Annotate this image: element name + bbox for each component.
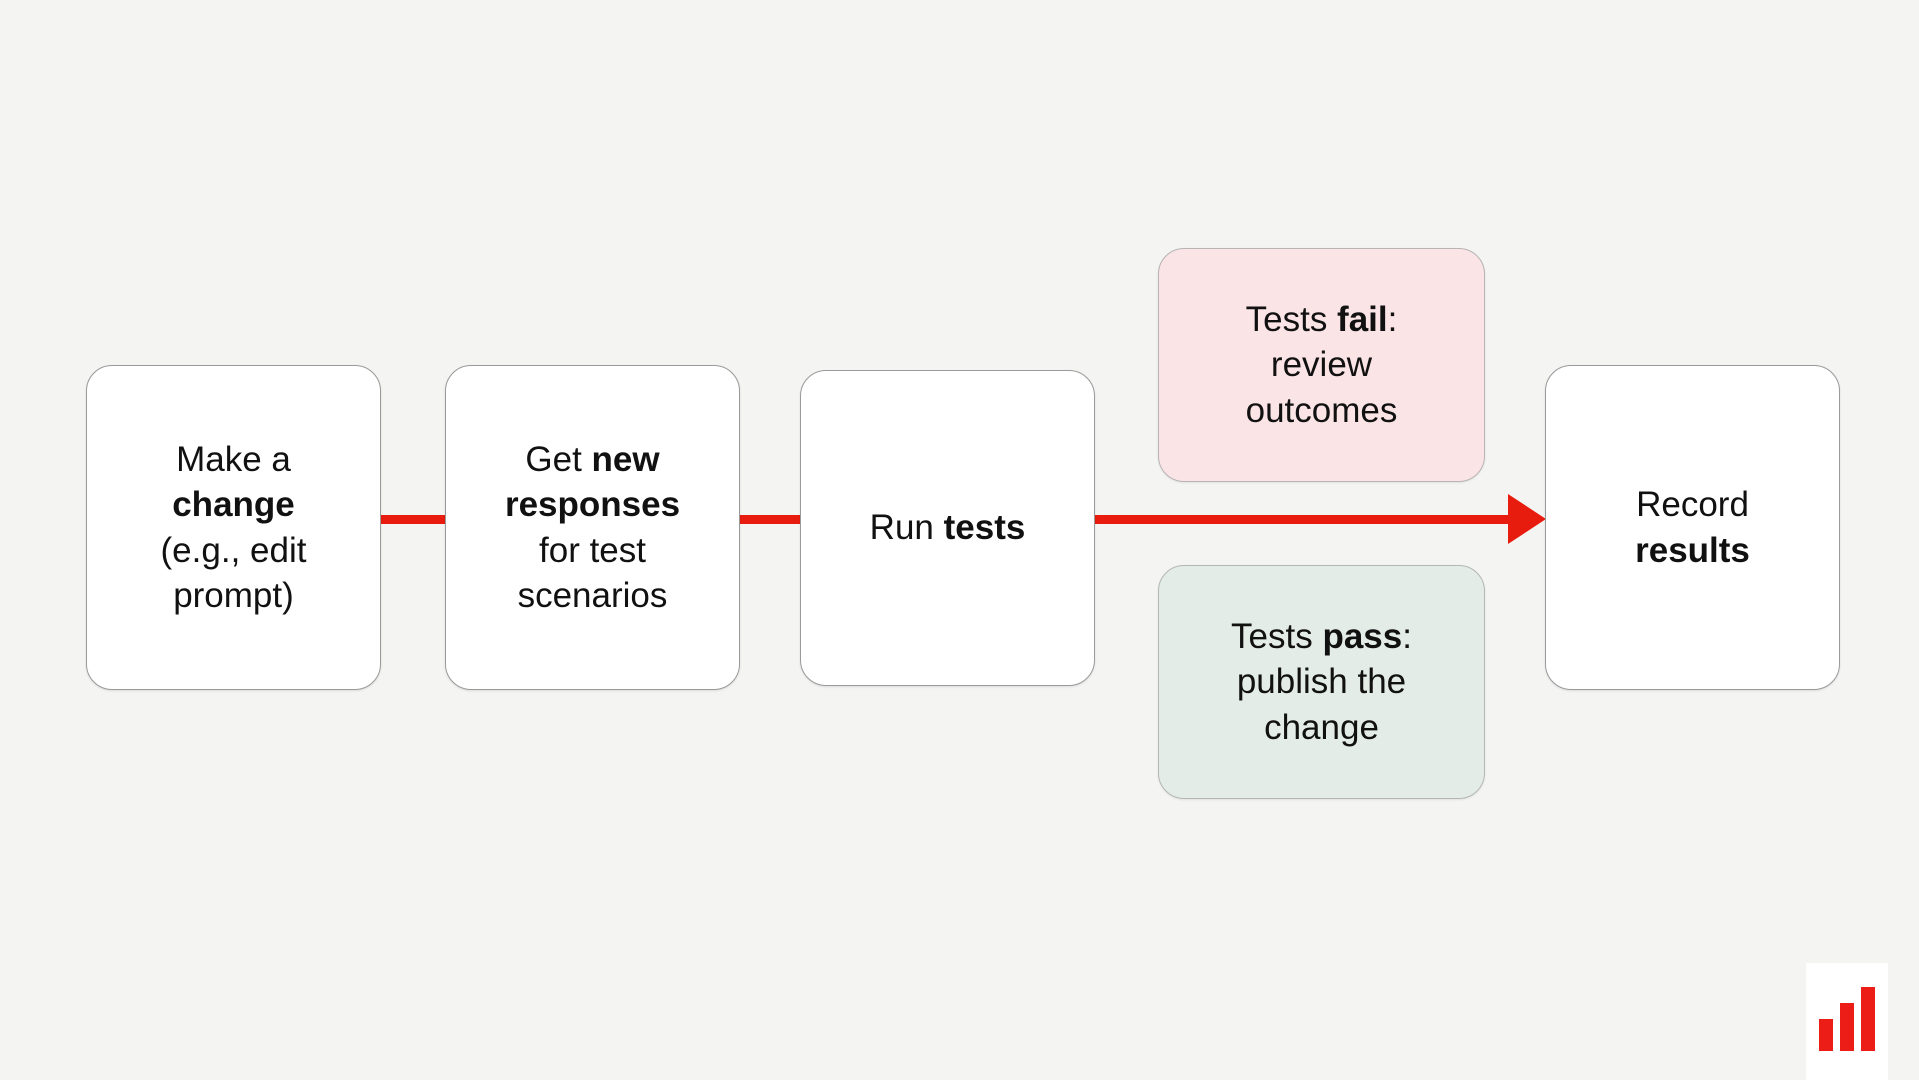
bar-chart-logo <box>1806 963 1888 1080</box>
flow-arrow-segment-1 <box>378 515 450 524</box>
flow-arrow-segment-2 <box>737 515 805 524</box>
logo-bar-1 <box>1819 1019 1833 1051</box>
node-run-tests[interactable]: Run tests <box>800 370 1095 686</box>
node-run-tests-label: Run tests <box>869 508 1026 548</box>
flow-arrow-head-icon <box>1508 494 1546 544</box>
logo-bar-2 <box>1840 1003 1854 1051</box>
logo-bar-3 <box>1861 987 1875 1051</box>
flow-arrow-segment-3 <box>1092 515 1516 524</box>
